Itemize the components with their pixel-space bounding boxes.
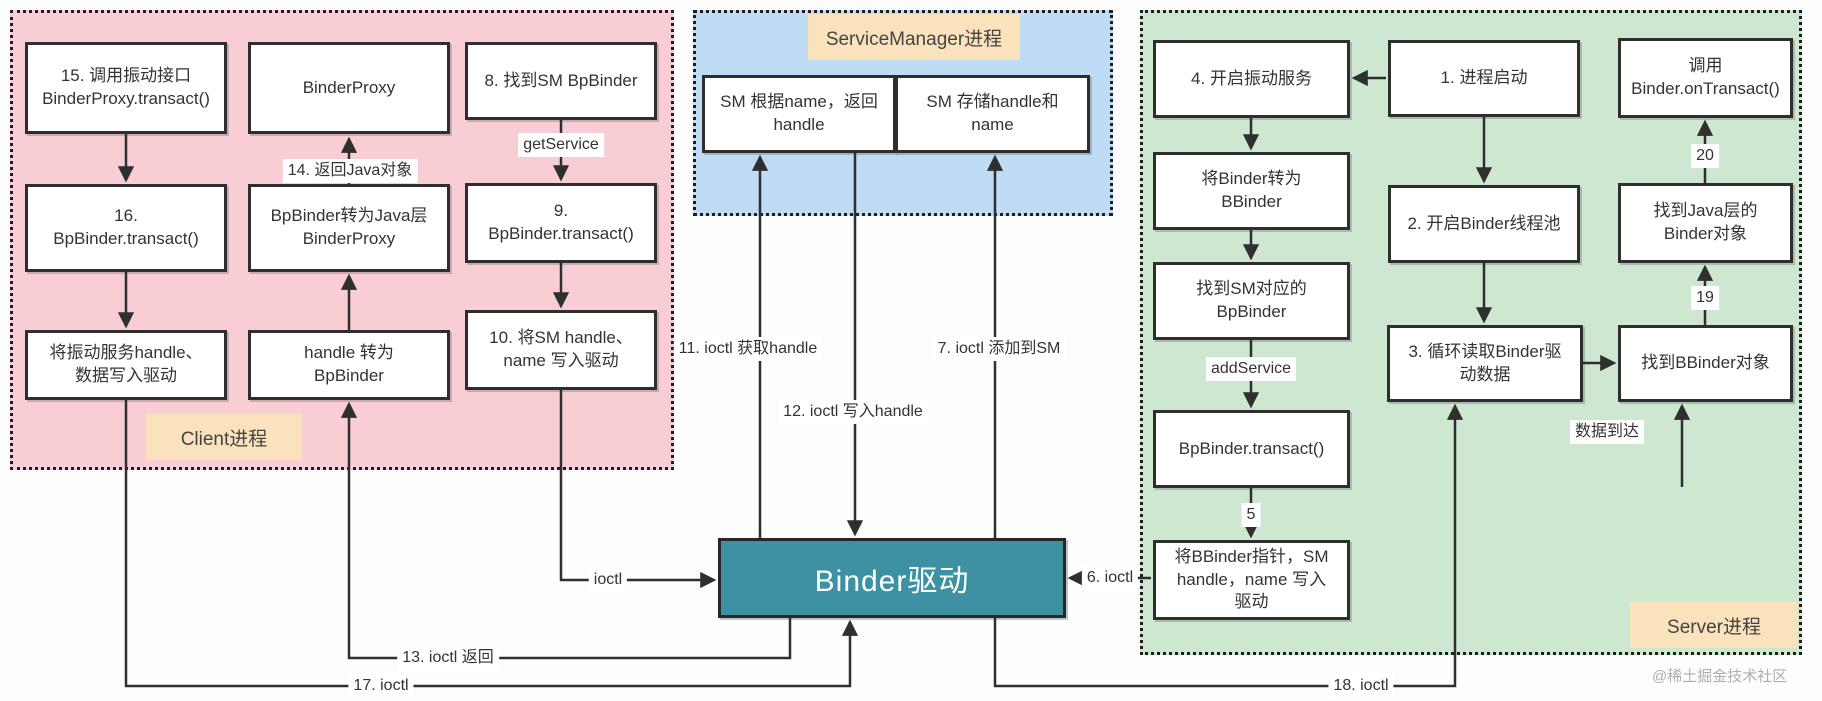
node-15-call-vibrate-api: 15. 调用振动接口 BinderProxy.transact() (25, 42, 227, 134)
node-binder-to-bbinder: 将Binder转为 BBinder (1153, 152, 1350, 230)
label-17-ioctl: 17. ioctl (348, 674, 414, 698)
node-sm-store-handle-and-name: SM 存储handle和 name (895, 75, 1090, 153)
client-process-label: Client进程 (146, 414, 302, 460)
servicemanager-process-label: ServiceManager进程 (808, 14, 1020, 60)
label-13-ioctl-return: 13. ioctl 返回 (397, 646, 499, 670)
label-6-ioctl: 6. ioctl (1081, 566, 1139, 590)
node-4-start-vibrate-service: 4. 开启振动服务 (1153, 40, 1350, 118)
node-10-write-sm-handle-name: 10. 将SM handle、 name 写入驱动 (465, 310, 657, 390)
node-16-bpbinder-transact: 16. BpBinder.transact() (25, 184, 227, 272)
juejin-watermark: @稀土掘金技术社区 (1652, 668, 1788, 685)
label-11-ioctl-get-handle: 11. ioctl 获取handle (673, 337, 823, 361)
label-getservice: getService (518, 133, 604, 157)
label-12-ioctl-write-handle: 12. ioctl 写入handle (778, 400, 928, 424)
node-write-bbinder-pointer: 将BBinder指针，SM handle，name 写入 驱动 (1153, 540, 1350, 620)
label-5: 5 (1241, 503, 1261, 527)
node-binderproxy: BinderProxy (248, 42, 450, 134)
node-sm-return-handle-by-name: SM 根据name，返回 handle (702, 75, 896, 153)
node-handle-to-bpbinder: handle 转为 BpBinder (248, 330, 450, 400)
server-process-label: Server进程 (1630, 602, 1798, 648)
node-1-process-start: 1. 进程启动 (1388, 40, 1580, 117)
node-server-bpbinder-transact: BpBinder.transact() (1153, 410, 1350, 488)
label-14-return-java-object: 14. 返回Java对象 (282, 159, 418, 183)
node-bpbinder-to-java-binderproxy: BpBinder转为Java层 BinderProxy (248, 184, 450, 272)
binder-driver-box: Binder驱动 (718, 538, 1066, 618)
label-data-arrive: 数据到达 (1569, 420, 1645, 444)
label-addservice: addService (1205, 357, 1297, 381)
node-2-start-binder-thread-pool: 2. 开启Binder线程池 (1388, 185, 1580, 263)
node-find-sm-bpbinder: 找到SM对应的 BpBinder (1153, 262, 1350, 340)
label-7-ioctl-add-to-sm: 7. ioctl 添加到SM (932, 337, 1066, 361)
label-19: 19 (1691, 286, 1719, 310)
node-9-bpbinder-transact: 9. BpBinder.transact() (465, 183, 657, 263)
node-call-binder-ontransact: 调用 Binder.onTransact() (1618, 38, 1793, 118)
node-8-find-sm-bpbinder: 8. 找到SM BpBinder (465, 42, 657, 120)
node-3-loop-read-binder-driver: 3. 循环读取Binder驱 动数据 (1387, 325, 1583, 402)
node-write-vibrate-handle-to-driver: 将振动服务handle、 数据写入驱动 (25, 330, 227, 400)
node-find-java-binder-object: 找到Java层的 Binder对象 (1618, 183, 1793, 263)
label-ioctl: ioctl (588, 568, 628, 592)
label-18-ioctl: 18. ioctl (1328, 674, 1394, 698)
node-find-bbinder-object: 找到BBinder对象 (1618, 325, 1793, 402)
label-20: 20 (1691, 144, 1719, 168)
